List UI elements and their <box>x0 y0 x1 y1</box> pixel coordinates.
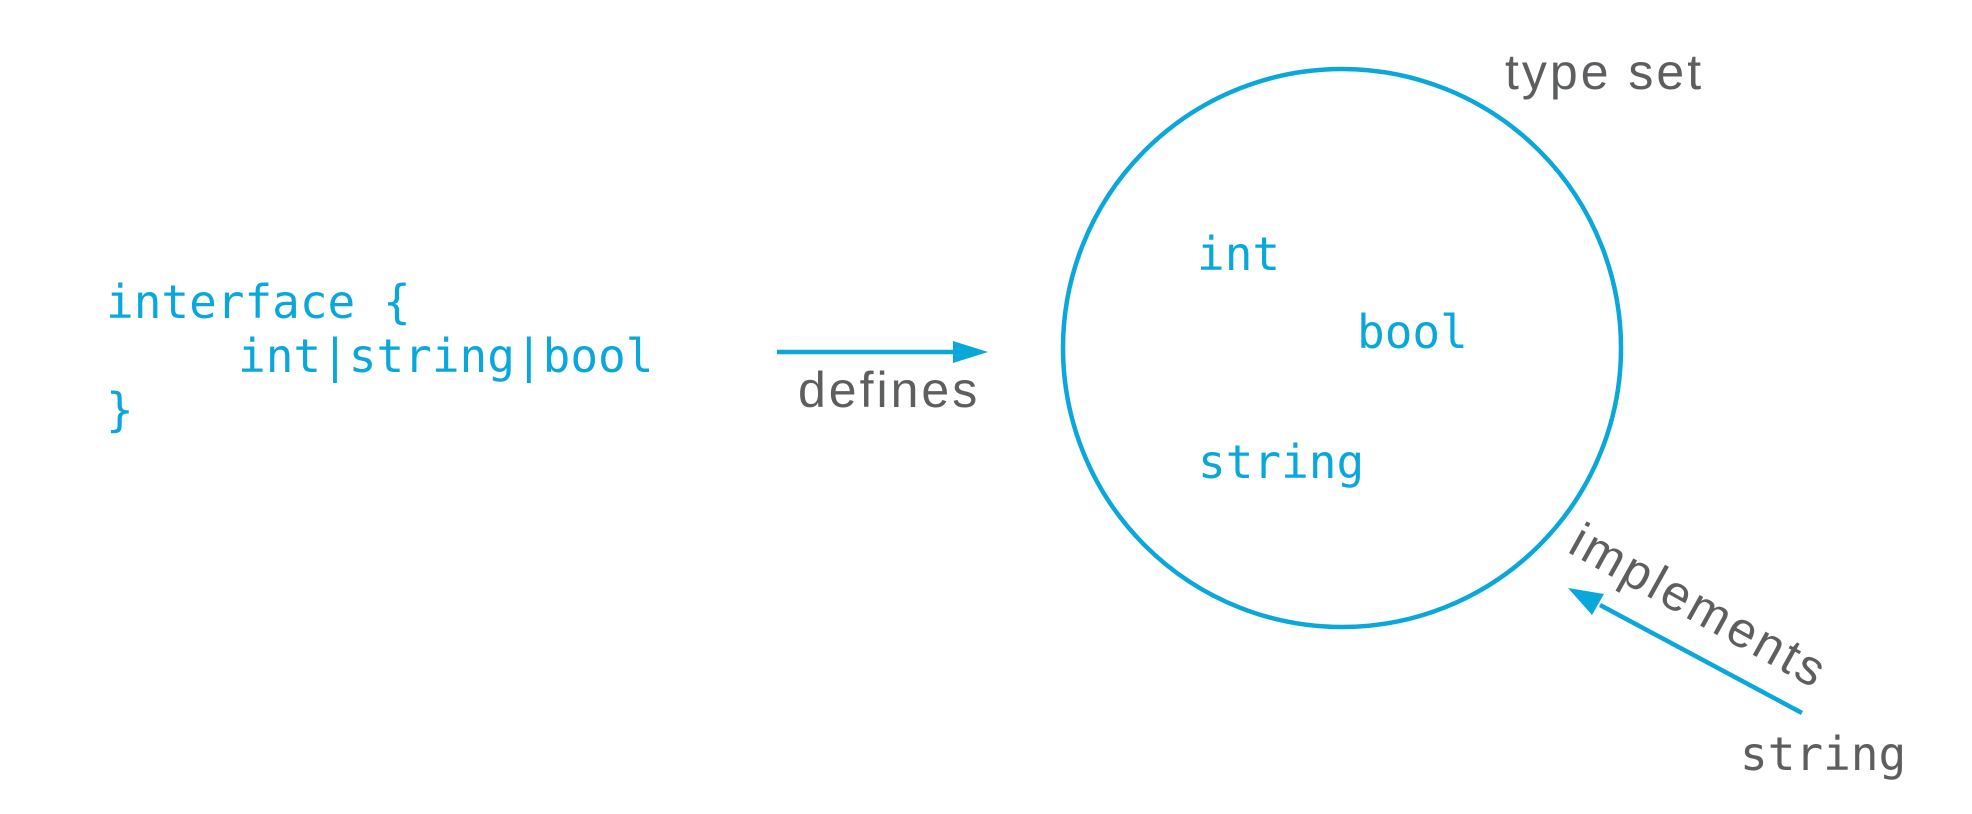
type-set-member-bool: bool <box>1357 305 1468 359</box>
type-set-member-int: int <box>1197 227 1281 281</box>
implementing-type-label: string <box>1740 727 1907 781</box>
code-line: int|string|bool <box>238 329 654 383</box>
defines-arrow-icon <box>777 341 988 363</box>
type-set-circle <box>1060 66 1624 630</box>
code-line: interface { <box>106 275 411 329</box>
defines-arrow-label: defines <box>798 362 981 418</box>
implements-arrow-icon <box>1568 588 1804 715</box>
code-line: } <box>106 383 134 437</box>
type-set-title: type set <box>1505 44 1705 100</box>
interface-code: interface {int|string|bool} <box>106 275 653 437</box>
type-set-member-string: string <box>1198 435 1365 489</box>
